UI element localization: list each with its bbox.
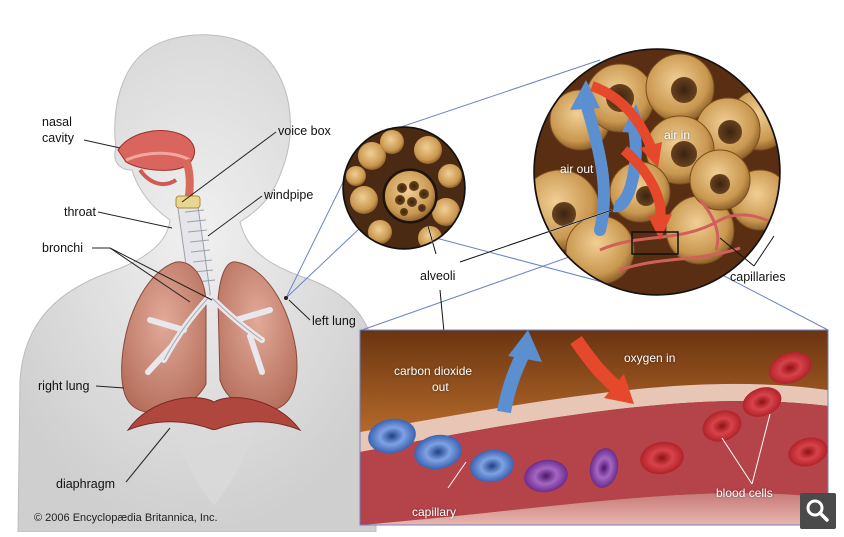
- windpipe-label: windpipe: [264, 188, 313, 202]
- air-out-label: air out: [560, 162, 593, 176]
- copyright-notice: © 2006 Encyclopædia Britannica, Inc.: [34, 512, 218, 524]
- capillaries-label: capillaries: [730, 270, 786, 284]
- nasal-cavity-label-line2: cavity: [42, 131, 74, 145]
- alveoli-label: alveoli: [420, 269, 455, 283]
- air-in-label: air in: [664, 128, 690, 142]
- carbon-dioxide-out-label-line1: carbon dioxide: [394, 364, 472, 378]
- right-lung-label: right lung: [38, 379, 89, 393]
- diaphragm-label: diaphragm: [56, 477, 115, 491]
- throat-label: throat: [64, 205, 96, 219]
- magnifier-icon: [800, 493, 836, 529]
- oxygen-in-label: oxygen in: [624, 351, 675, 365]
- nasal-cavity-label-line1: nasal: [42, 115, 72, 129]
- carbon-dioxide-out-label-line2: out: [432, 380, 449, 394]
- left-lung-label: left lung: [312, 314, 356, 328]
- zoom-button[interactable]: [800, 493, 836, 529]
- voice-box-label: voice box: [278, 124, 331, 138]
- bronchi-label: bronchi: [42, 241, 83, 255]
- blood-cells-label: blood cells: [716, 486, 773, 500]
- alveoli-cluster-magnified-small: [340, 124, 470, 254]
- capillary-label: capillary: [412, 505, 456, 519]
